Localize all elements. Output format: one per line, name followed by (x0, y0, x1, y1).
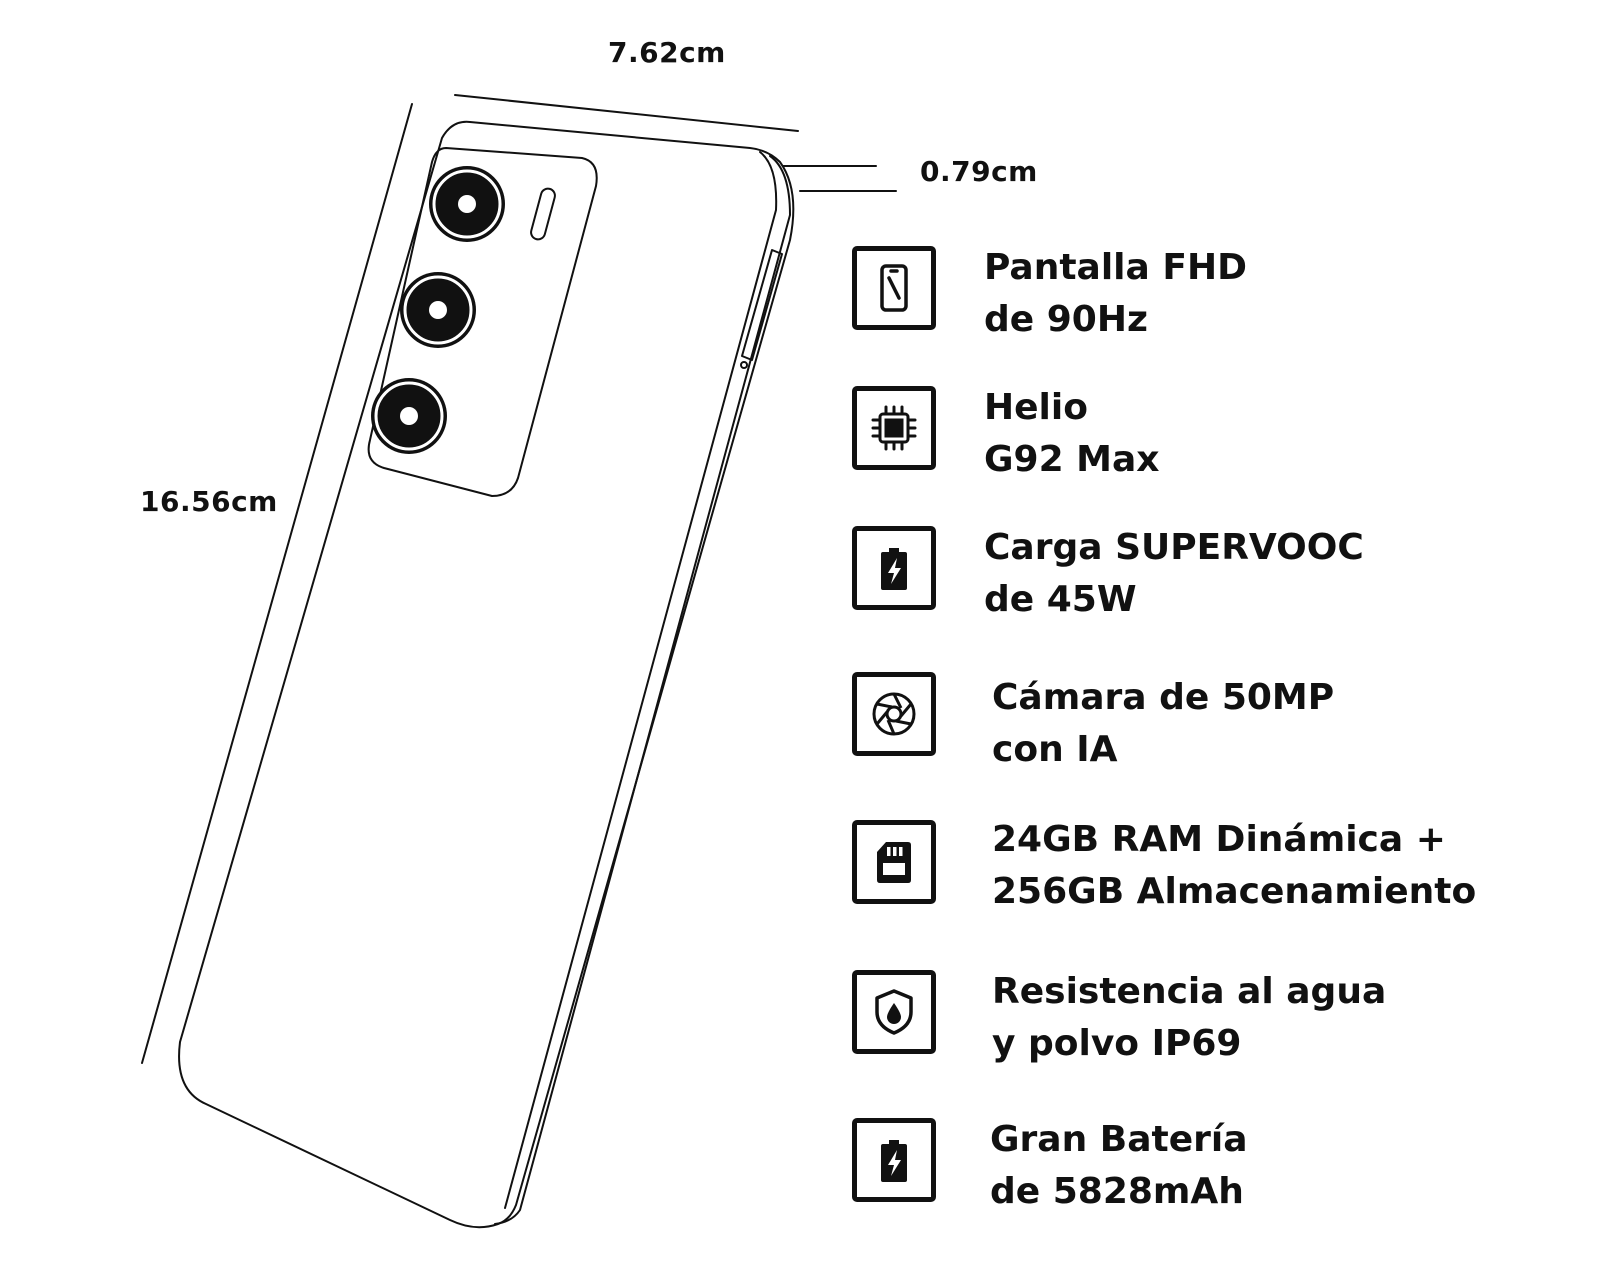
memory-card-icon (852, 820, 936, 904)
side-button-dot (740, 361, 748, 369)
feature-line-1: Cámara de 50MP (992, 677, 1335, 718)
camera-lens-3 (371, 378, 447, 454)
feature-line-2: de 90Hz (984, 299, 1148, 340)
camera-module-outline (367, 147, 598, 497)
feature-text: 24GB RAM Dinámica + 256GB Almacenamiento (992, 814, 1476, 918)
feature-line-1: 24GB RAM Dinámica + (992, 819, 1446, 860)
feature-line-1: Resistencia al agua (992, 971, 1387, 1012)
camera-lens-2 (400, 272, 476, 348)
feature-line-1: Gran Batería (990, 1119, 1248, 1160)
water-resistance-shield-icon (852, 970, 936, 1054)
camera-aperture-icon (852, 672, 936, 756)
feature-text: Resistencia al agua y polvo IP69 (992, 966, 1386, 1070)
feature-item-battery: Gran Batería de 5828mAh (852, 1118, 1592, 1218)
side-button (741, 249, 783, 361)
phone-body-outline (178, 120, 795, 1229)
feature-item-charging: Carga SUPERVOOC de 45W (852, 526, 1592, 626)
feature-line-1: Helio (984, 387, 1088, 428)
feature-line-2: G92 Max (984, 439, 1160, 480)
feature-line-1: Pantalla FHD (984, 247, 1247, 288)
feature-item-camera: Cámara de 50MP con IA (852, 672, 1592, 772)
feature-line-2: de 5828mAh (990, 1171, 1244, 1212)
feature-line-2: 256GB Almacenamiento (992, 871, 1477, 912)
feature-text: Pantalla FHD de 90Hz (984, 242, 1247, 346)
feature-text: Cámara de 50MP con IA (992, 672, 1334, 776)
feature-line-1: Carga SUPERVOOC (984, 527, 1364, 568)
processor-chip-icon (852, 386, 936, 470)
thickness-dimension-label: 0.79cm (920, 155, 1038, 188)
feature-item-display: Pantalla FHD de 90Hz (852, 246, 1592, 346)
feature-text: Helio G92 Max (984, 382, 1160, 486)
camera-lens-1 (429, 166, 505, 242)
feature-line-2: con IA (992, 729, 1118, 770)
phone-side-edge-inner (504, 151, 778, 1209)
feature-item-water-resistance: Resistencia al agua y polvo IP69 (852, 970, 1592, 1070)
smartphone-screen-icon (852, 246, 936, 330)
feature-item-processor: Helio G92 Max (852, 386, 1592, 486)
height-dimension-label: 16.56cm (140, 485, 278, 518)
feature-text: Gran Batería de 5828mAh (990, 1114, 1248, 1218)
height-dimension-line (141, 103, 413, 1064)
feature-text: Carga SUPERVOOC de 45W (984, 522, 1364, 626)
phone-side-edge (494, 155, 791, 1225)
width-dimension-label: 7.62cm (608, 36, 726, 69)
feature-line-2: y polvo IP69 (992, 1023, 1242, 1064)
feature-line-2: de 45W (984, 579, 1137, 620)
battery-icon (852, 1118, 936, 1202)
width-dimension-line (454, 94, 799, 132)
feature-item-memory: 24GB RAM Dinámica + 256GB Almacenamiento (852, 819, 1592, 920)
charging-battery-icon (852, 526, 936, 610)
flash-outline (530, 187, 556, 241)
